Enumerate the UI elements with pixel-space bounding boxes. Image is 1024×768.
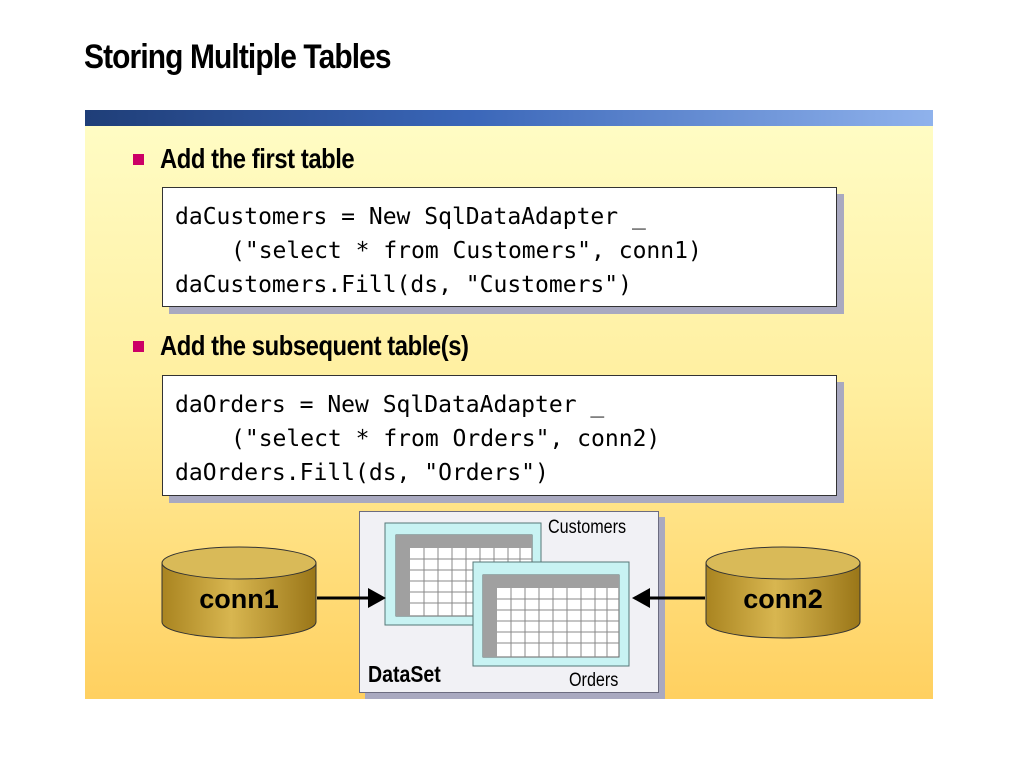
title-bar bbox=[85, 110, 933, 126]
dataset-label: DataSet bbox=[368, 661, 441, 687]
code-line: ("select * from Orders", conn2) bbox=[231, 426, 661, 452]
bullet-square-icon bbox=[133, 340, 144, 352]
bullet-text: Add the subsequent table(s) bbox=[160, 330, 469, 361]
bullet-square-icon bbox=[133, 153, 144, 165]
conn1-label: conn1 bbox=[199, 584, 279, 614]
conn2-label: conn2 bbox=[743, 584, 823, 614]
orders-table-icon bbox=[472, 561, 630, 667]
conn2-database-icon bbox=[705, 546, 861, 639]
code-line: daCustomers.Fill(ds, "Customers") bbox=[175, 272, 632, 298]
code-line: ("select * from Customers", conn1) bbox=[231, 238, 702, 264]
orders-table-label: Orders bbox=[569, 670, 619, 691]
arrow-left-icon bbox=[632, 588, 705, 608]
arrow-right-icon bbox=[317, 588, 386, 608]
slide-title: Storing Multiple Tables bbox=[84, 38, 392, 76]
conn1-database-icon bbox=[161, 546, 317, 639]
customers-table-label: Customers bbox=[548, 517, 627, 538]
code-block-customers: daCustomers = New SqlDataAdapter _ ("sel… bbox=[162, 187, 837, 307]
code-line: daOrders.Fill(ds, "Orders") bbox=[175, 460, 549, 486]
code-line: daOrders = New SqlDataAdapter _ bbox=[175, 392, 605, 418]
bullet-text: Add the first table bbox=[160, 143, 355, 174]
code-line: daCustomers = New SqlDataAdapter _ bbox=[175, 204, 646, 230]
bullet-item-subsequent-tables: Add the subsequent table(s) bbox=[133, 330, 523, 362]
bullet-item-first-table: Add the first table bbox=[133, 143, 389, 175]
code-block-orders: daOrders = New SqlDataAdapter _ ("select… bbox=[162, 375, 837, 496]
